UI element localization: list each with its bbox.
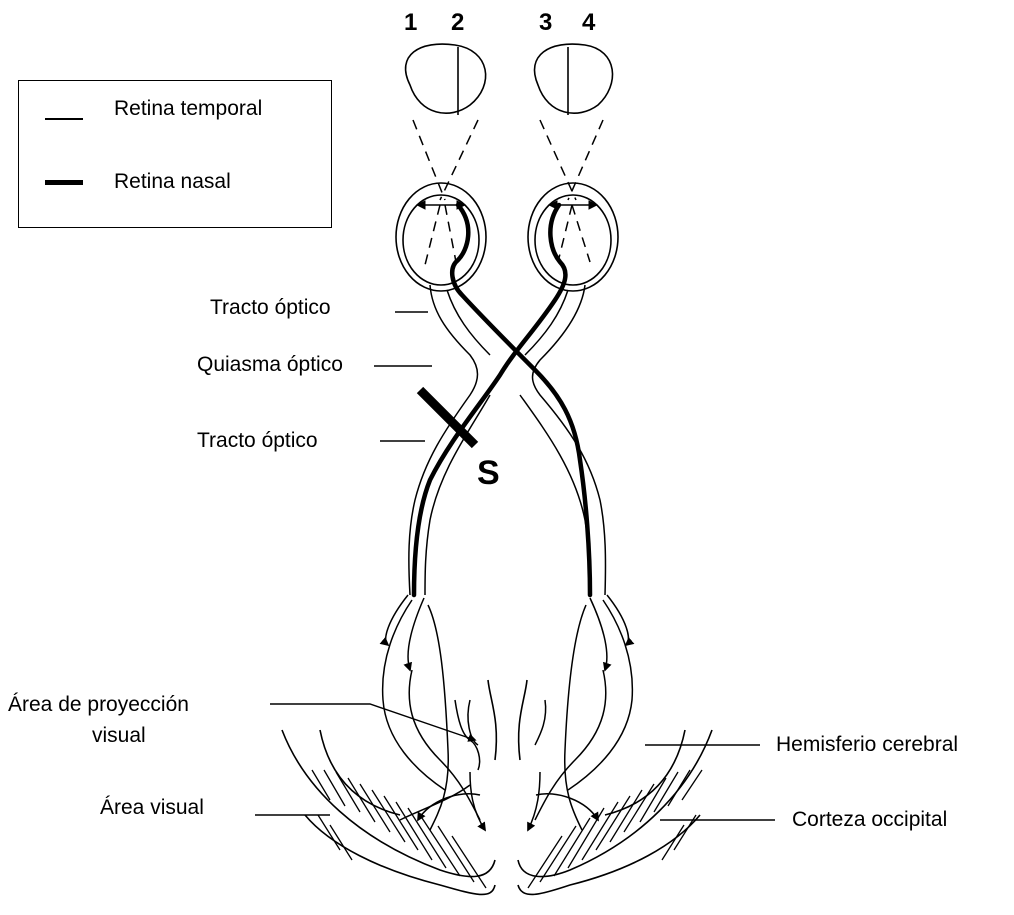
label-tracto-optico-top: Tracto óptico xyxy=(210,296,331,320)
visual-field-left xyxy=(406,44,486,115)
field-number-1: 1 xyxy=(404,10,417,36)
label-hemisferio-cerebral: Hemisferio cerebral xyxy=(776,733,958,757)
visual-field-right xyxy=(535,44,613,115)
legend-temporal-label: Retina temporal xyxy=(114,97,262,121)
visual-area-hatch-left xyxy=(312,770,486,888)
legend-nasal-label: Retina nasal xyxy=(114,170,231,194)
field-number-2: 2 xyxy=(451,10,464,36)
label-area-visual: Área visual xyxy=(100,796,204,820)
label-area-proyeccion-line2: visual xyxy=(92,724,146,748)
label-area-proyeccion-line1: Área de proyección xyxy=(8,693,189,717)
legend-thick-line xyxy=(45,180,83,185)
label-quiasma-optico: Quiasma óptico xyxy=(197,353,343,377)
legend-thin-line xyxy=(45,118,83,120)
leader-lines xyxy=(255,312,775,820)
optic-radiation-left xyxy=(383,595,485,830)
hemisphere-right xyxy=(518,680,712,894)
nasal-fibers xyxy=(414,205,590,595)
optic-radiation-right xyxy=(528,595,632,830)
projection-lines xyxy=(413,120,603,265)
field-number-4: 4 xyxy=(582,10,595,36)
label-tracto-optico-bottom: Tracto óptico xyxy=(197,429,318,453)
field-number-3: 3 xyxy=(539,10,552,36)
hemisphere-left xyxy=(282,680,496,894)
eyeball-right xyxy=(528,183,618,291)
lesion-mark xyxy=(420,390,475,445)
label-corteza-occipital: Corteza occipital xyxy=(792,808,947,832)
legend: Retina temporal Retina nasal xyxy=(18,80,332,228)
lesion-label: S xyxy=(477,455,500,491)
